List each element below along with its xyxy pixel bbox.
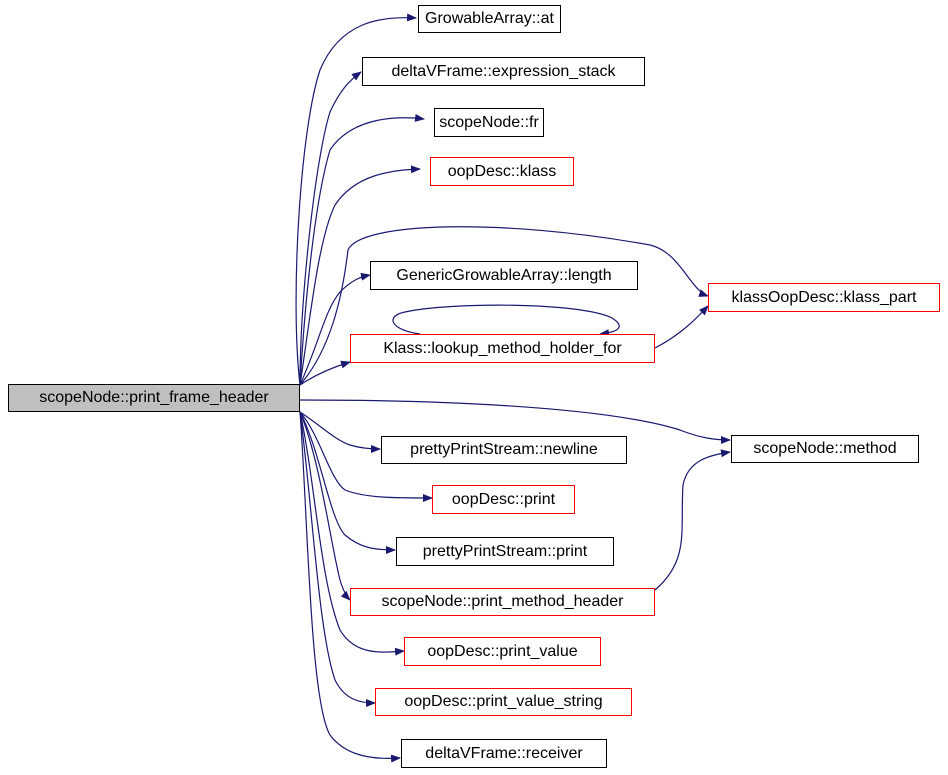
edge-lookup-to-klass-part: [654, 305, 709, 349]
node-receiver[interactable]: deltaVFrame::receiver: [401, 739, 607, 768]
node-oopdesc-print[interactable]: oopDesc::print: [432, 485, 575, 514]
node-lookup-method-holder[interactable]: Klass::lookup_method_holder_for: [350, 334, 655, 363]
edge-to-oopdesc-klass: [299, 165, 421, 386]
edge-to-scopenode-fr: [299, 113, 425, 386]
node-scopenode-fr[interactable]: scopeNode::fr: [434, 108, 544, 137]
edge-to-receiver: [299, 411, 401, 763]
edge-to-pps-newline: [299, 411, 381, 453]
edge-to-oopdesc-print: [299, 411, 433, 502]
node-generic-length[interactable]: GenericGrowableArray::length: [370, 261, 638, 290]
edge-to-klass-part-from-root: [299, 226, 709, 386]
node-print-value[interactable]: oopDesc::print_value: [404, 637, 601, 666]
edge-to-pps-print: [299, 411, 396, 554]
edge-to-print-value: [299, 411, 405, 656]
edge-to-generic-length: [299, 272, 371, 386]
edge-lookup-self-loop: [392, 304, 620, 338]
node-klass-part[interactable]: klassOopDesc::klass_part: [708, 283, 940, 312]
edge-to-expression-stack: [299, 71, 362, 386]
node-pps-newline[interactable]: prettyPrintStream::newline: [381, 436, 627, 464]
edge-to-growable-array-at: [295, 13, 417, 386]
node-print-method-header[interactable]: scopeNode::print_method_header: [350, 588, 655, 616]
node-pps-print[interactable]: prettyPrintStream::print: [396, 537, 614, 566]
edge-to-print-value-string: [299, 411, 376, 707]
node-print-frame-header[interactable]: scopeNode::print_frame_header: [8, 384, 300, 412]
node-growable-array-at[interactable]: GrowableArray::at: [418, 5, 561, 33]
edge-to-print-method-header: [299, 411, 351, 601]
node-oopdesc-klass[interactable]: oopDesc::klass: [430, 157, 574, 186]
edge-to-lookup-method-holder: [299, 360, 351, 386]
edge-to-scopenode-method-from-root: [299, 399, 731, 444]
node-scopenode-method[interactable]: scopeNode::method: [731, 435, 919, 463]
node-print-value-string[interactable]: oopDesc::print_value_string: [375, 688, 632, 716]
edge-method-header-to-scopenode-method: [654, 449, 731, 591]
node-expression-stack[interactable]: deltaVFrame::expression_stack: [362, 57, 645, 86]
